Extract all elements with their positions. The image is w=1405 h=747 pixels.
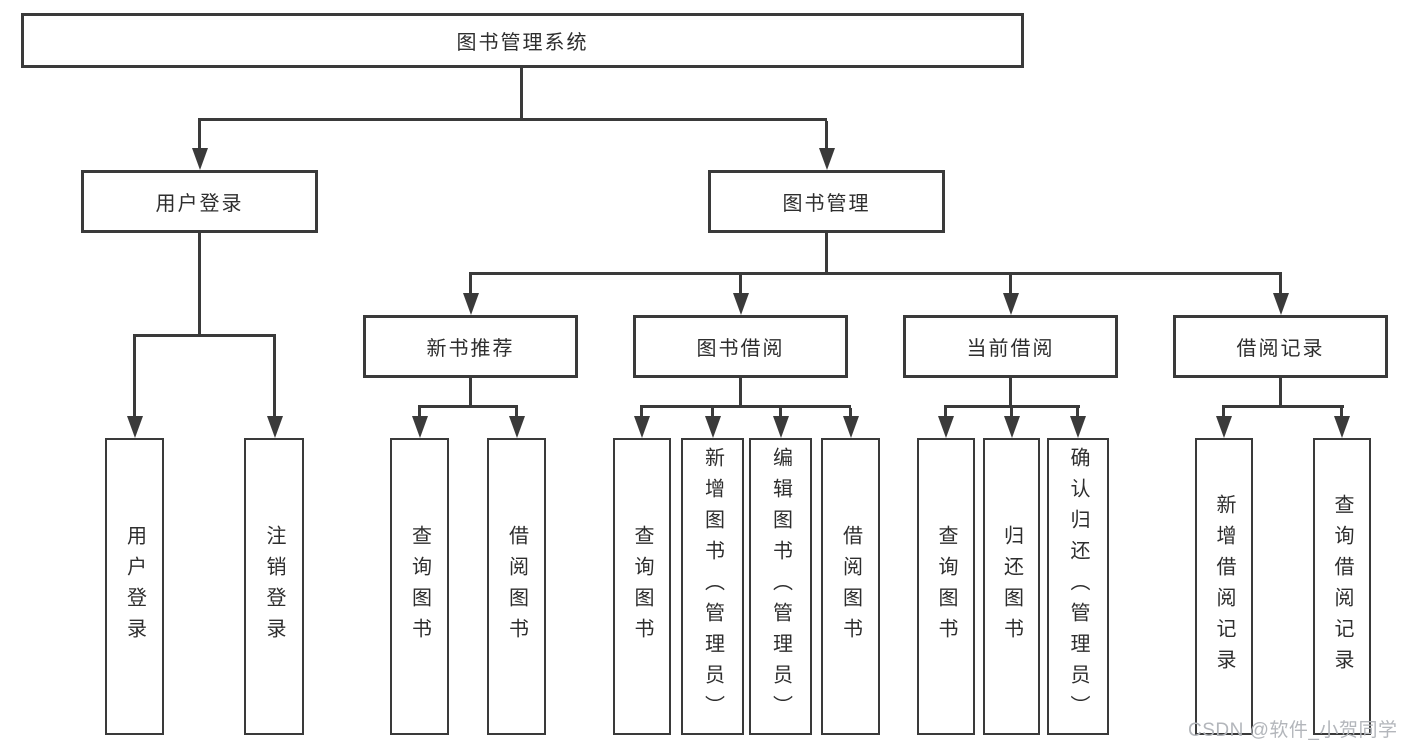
leaf-return-books: 归还图书 <box>983 438 1040 735</box>
arrow-down-icon <box>843 416 859 438</box>
arrow-down-icon <box>127 416 143 438</box>
connector-vline <box>469 377 472 407</box>
arrow-down-icon <box>705 416 721 438</box>
node-book-borrowing: 图书借阅 <box>633 315 848 378</box>
arrow-down-icon <box>463 293 479 315</box>
arrow-down-icon <box>1273 293 1289 315</box>
arrow-stem <box>1340 408 1343 417</box>
arrow-stem <box>273 337 276 417</box>
connector-vline <box>1009 377 1012 407</box>
arrow-down-icon <box>267 416 283 438</box>
leaf-query-books-borrow: 查询图书 <box>613 438 671 735</box>
node-current-borrowing: 当前借阅 <box>903 315 1118 378</box>
arrow-down-icon <box>819 148 835 170</box>
watermark-text: CSDN @软件_小贺同学 <box>1188 720 1398 741</box>
arrow-down-icon <box>1334 416 1350 438</box>
arrow-stem <box>1010 408 1013 417</box>
node-library-management-system: 图书管理系统 <box>21 13 1024 68</box>
node-user-login: 用户登录 <box>81 170 318 233</box>
leaf-confirm-return-admin: 确认归还（管理员） <box>1047 438 1109 735</box>
arrow-down-icon <box>733 293 749 315</box>
arrow-down-icon <box>1003 293 1019 315</box>
leaf-logout: 注销登录 <box>244 438 304 735</box>
arrow-stem <box>849 408 852 417</box>
arrow-down-icon <box>938 416 954 438</box>
connector-hline <box>1222 405 1344 408</box>
connector-vline <box>739 377 742 407</box>
arrow-down-icon <box>192 148 208 170</box>
leaf-add-books-admin: 新增图书（管理员） <box>681 438 744 735</box>
leaf-user-login: 用户登录 <box>105 438 164 735</box>
node-new-book-recommendation: 新书推荐 <box>363 315 578 378</box>
arrow-stem <box>1222 408 1225 417</box>
connector-hline <box>133 334 276 337</box>
arrow-stem <box>515 408 518 417</box>
arrow-down-icon <box>509 416 525 438</box>
connector-hline <box>469 272 1282 275</box>
leaf-query-books-current: 查询图书 <box>917 438 975 735</box>
arrow-stem <box>1076 408 1079 417</box>
leaf-query-books-recommend: 查询图书 <box>390 438 449 735</box>
arrow-stem <box>418 408 421 417</box>
connector-vline <box>520 68 523 120</box>
arrow-down-icon <box>412 416 428 438</box>
arrow-stem <box>779 408 782 417</box>
leaf-borrow-books-recommend: 借阅图书 <box>487 438 546 735</box>
leaf-query-borrow-record: 查询借阅记录 <box>1313 438 1371 735</box>
connector-hline <box>944 405 1080 408</box>
arrow-down-icon <box>1004 416 1020 438</box>
leaf-add-borrow-record: 新增借阅记录 <box>1195 438 1253 735</box>
connector-vline <box>1279 377 1282 407</box>
arrow-down-icon <box>1070 416 1086 438</box>
leaf-borrow-books: 借阅图书 <box>821 438 880 735</box>
connector-hline <box>418 405 518 408</box>
arrow-stem <box>640 408 643 417</box>
arrow-down-icon <box>773 416 789 438</box>
arrow-stem <box>825 121 828 150</box>
arrow-stem <box>469 275 472 295</box>
arrow-stem <box>198 121 201 150</box>
arrow-stem <box>711 408 714 417</box>
arrow-stem <box>1279 275 1282 295</box>
arrow-stem <box>133 337 136 417</box>
connector-hline <box>198 118 827 121</box>
arrow-down-icon <box>1216 416 1232 438</box>
arrow-stem <box>739 275 742 295</box>
leaf-edit-books-admin: 编辑图书（管理员） <box>749 438 812 735</box>
node-borrowing-records: 借阅记录 <box>1173 315 1388 378</box>
connector-vline <box>825 233 828 274</box>
arrow-stem <box>1009 275 1012 295</box>
connector-hline <box>640 405 851 408</box>
arrow-down-icon <box>634 416 650 438</box>
connector-vline <box>198 233 201 336</box>
arrow-stem <box>944 408 947 417</box>
node-book-management: 图书管理 <box>708 170 945 233</box>
